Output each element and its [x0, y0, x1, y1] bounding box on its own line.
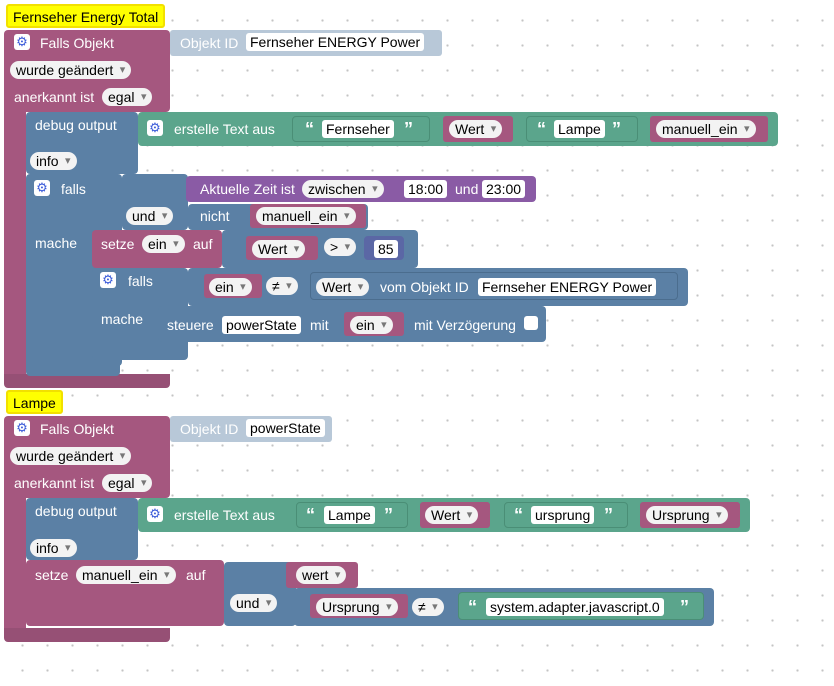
wert-dropdown[interactable]: Wert: [425, 506, 479, 524]
create-text-label: erstelle Text aus: [174, 507, 275, 523]
und-label: und: [455, 181, 479, 197]
compare-left-dropdown[interactable]: Wert: [252, 240, 306, 258]
debug-level-dropdown[interactable]: info: [30, 539, 77, 557]
steuere-label: steuere: [167, 317, 214, 333]
quote-open-icon: “: [305, 119, 314, 139]
logic-op-dropdown[interactable]: und: [126, 207, 174, 225]
quote-open-icon: “: [306, 505, 315, 525]
objekt-id-label: Objekt ID: [180, 35, 239, 51]
ack-label: anerkannt ist: [14, 89, 95, 105]
ack-dropdown[interactable]: egal: [102, 88, 153, 106]
wert-var-dropdown[interactable]: wert: [296, 566, 347, 584]
src-var-dropdown[interactable]: Ursprung: [316, 598, 398, 616]
object-id-field[interactable]: Fernseher ENERGY Power: [246, 33, 425, 51]
manuell-ein-dropdown[interactable]: manuell_ein: [656, 120, 756, 138]
gear-icon[interactable]: ⚙: [147, 506, 163, 522]
compare-op-dropdown[interactable]: >: [324, 238, 357, 256]
nicht-label: nicht: [200, 208, 230, 224]
falls-objekt-label: Falls Objekt: [40, 421, 114, 437]
if2-var-dropdown[interactable]: ein: [209, 278, 252, 296]
falls-label: falls: [61, 181, 86, 197]
mit-label: mit: [310, 317, 329, 333]
trigger-dropdown[interactable]: wurde geändert: [10, 447, 132, 465]
mache-label: mache: [101, 311, 144, 327]
object-id-field[interactable]: powerState: [246, 419, 325, 437]
text-field[interactable]: Lampe: [554, 120, 605, 138]
ack-dropdown[interactable]: egal: [102, 474, 153, 492]
time-op-dropdown[interactable]: zwischen: [302, 180, 384, 198]
quote-open-icon: “: [468, 597, 477, 617]
logic-op-dropdown[interactable]: und: [230, 594, 278, 612]
set-var-dropdown[interactable]: manuell_ein: [76, 566, 176, 584]
time-from-field[interactable]: 18:00: [404, 180, 448, 198]
quote-close-icon: ”: [612, 119, 621, 139]
objekt-id-label: Objekt ID: [180, 421, 239, 437]
comment-text: Lampe: [13, 395, 56, 411]
if-block-footer: [26, 362, 120, 376]
trigger-block-1-footer: [4, 374, 170, 388]
control-target-field[interactable]: powerState: [222, 316, 301, 334]
gear-icon[interactable]: ⚙: [14, 420, 30, 436]
text-field[interactable]: Fernseher: [322, 120, 394, 138]
gear-icon[interactable]: ⚙: [14, 34, 30, 50]
trigger-block-2-spine: [4, 490, 26, 634]
quote-close-icon: ”: [680, 597, 689, 617]
gear-icon[interactable]: ⚙: [100, 272, 116, 288]
comment-lampe[interactable]: Lampe: [6, 390, 63, 414]
delay-label: mit Verzögerung: [414, 317, 516, 333]
text-field[interactable]: system.adapter.javascript.0: [486, 598, 664, 616]
ursprung-dropdown[interactable]: Ursprung: [646, 506, 728, 524]
src-op-dropdown[interactable]: ≠: [412, 598, 444, 616]
number-field[interactable]: 85: [374, 240, 398, 258]
not-var-dropdown[interactable]: manuell_ein: [256, 207, 356, 225]
text-field[interactable]: ursprung: [531, 506, 595, 524]
time-to-field[interactable]: 23:00: [482, 180, 526, 198]
trigger-block-1-spine: [4, 100, 26, 378]
trigger-dropdown[interactable]: wurde geändert: [10, 61, 132, 79]
debug-output-label: debug output: [35, 503, 117, 519]
setze-label: setze: [35, 567, 69, 583]
quote-open-icon: “: [514, 505, 523, 525]
falls-label: falls: [128, 273, 153, 289]
value-type-dropdown[interactable]: Wert: [316, 278, 370, 296]
auf-label: auf: [193, 236, 213, 252]
comment-fernseher-energy-total[interactable]: Fernseher Energy Total: [6, 4, 166, 28]
vom-objekt-label: vom Objekt ID: [380, 279, 469, 295]
gear-icon[interactable]: ⚙: [147, 120, 163, 136]
create-text-label: erstelle Text aus: [174, 121, 275, 137]
comment-text: Fernseher Energy Total: [13, 9, 159, 25]
control-value-dropdown[interactable]: ein: [350, 316, 393, 334]
quote-open-icon: “: [537, 119, 546, 139]
set-var-dropdown[interactable]: ein: [142, 235, 185, 253]
ack-label: anerkannt ist: [14, 475, 95, 491]
object-id-field[interactable]: Fernseher ENERGY Power: [478, 278, 657, 296]
wert-dropdown[interactable]: Wert: [449, 120, 503, 138]
quote-close-icon: ”: [604, 505, 613, 525]
delay-checkbox[interactable]: [524, 316, 538, 330]
text-field[interactable]: Lampe: [324, 506, 375, 524]
mache-label: mache: [35, 235, 78, 251]
gear-icon[interactable]: ⚙: [34, 180, 50, 196]
quote-close-icon: ”: [404, 119, 413, 139]
auf-label: auf: [186, 567, 206, 583]
if2-op-dropdown[interactable]: ≠: [266, 277, 298, 295]
debug-level-dropdown[interactable]: info: [30, 152, 77, 170]
debug-output-label: debug output: [35, 117, 117, 133]
trigger-block-2-footer: [4, 628, 170, 642]
falls-objekt-label: Falls Objekt: [40, 35, 114, 51]
quote-close-icon: ”: [384, 505, 393, 525]
time-label: Aktuelle Zeit ist: [200, 181, 295, 197]
setze-label: setze: [101, 236, 135, 252]
